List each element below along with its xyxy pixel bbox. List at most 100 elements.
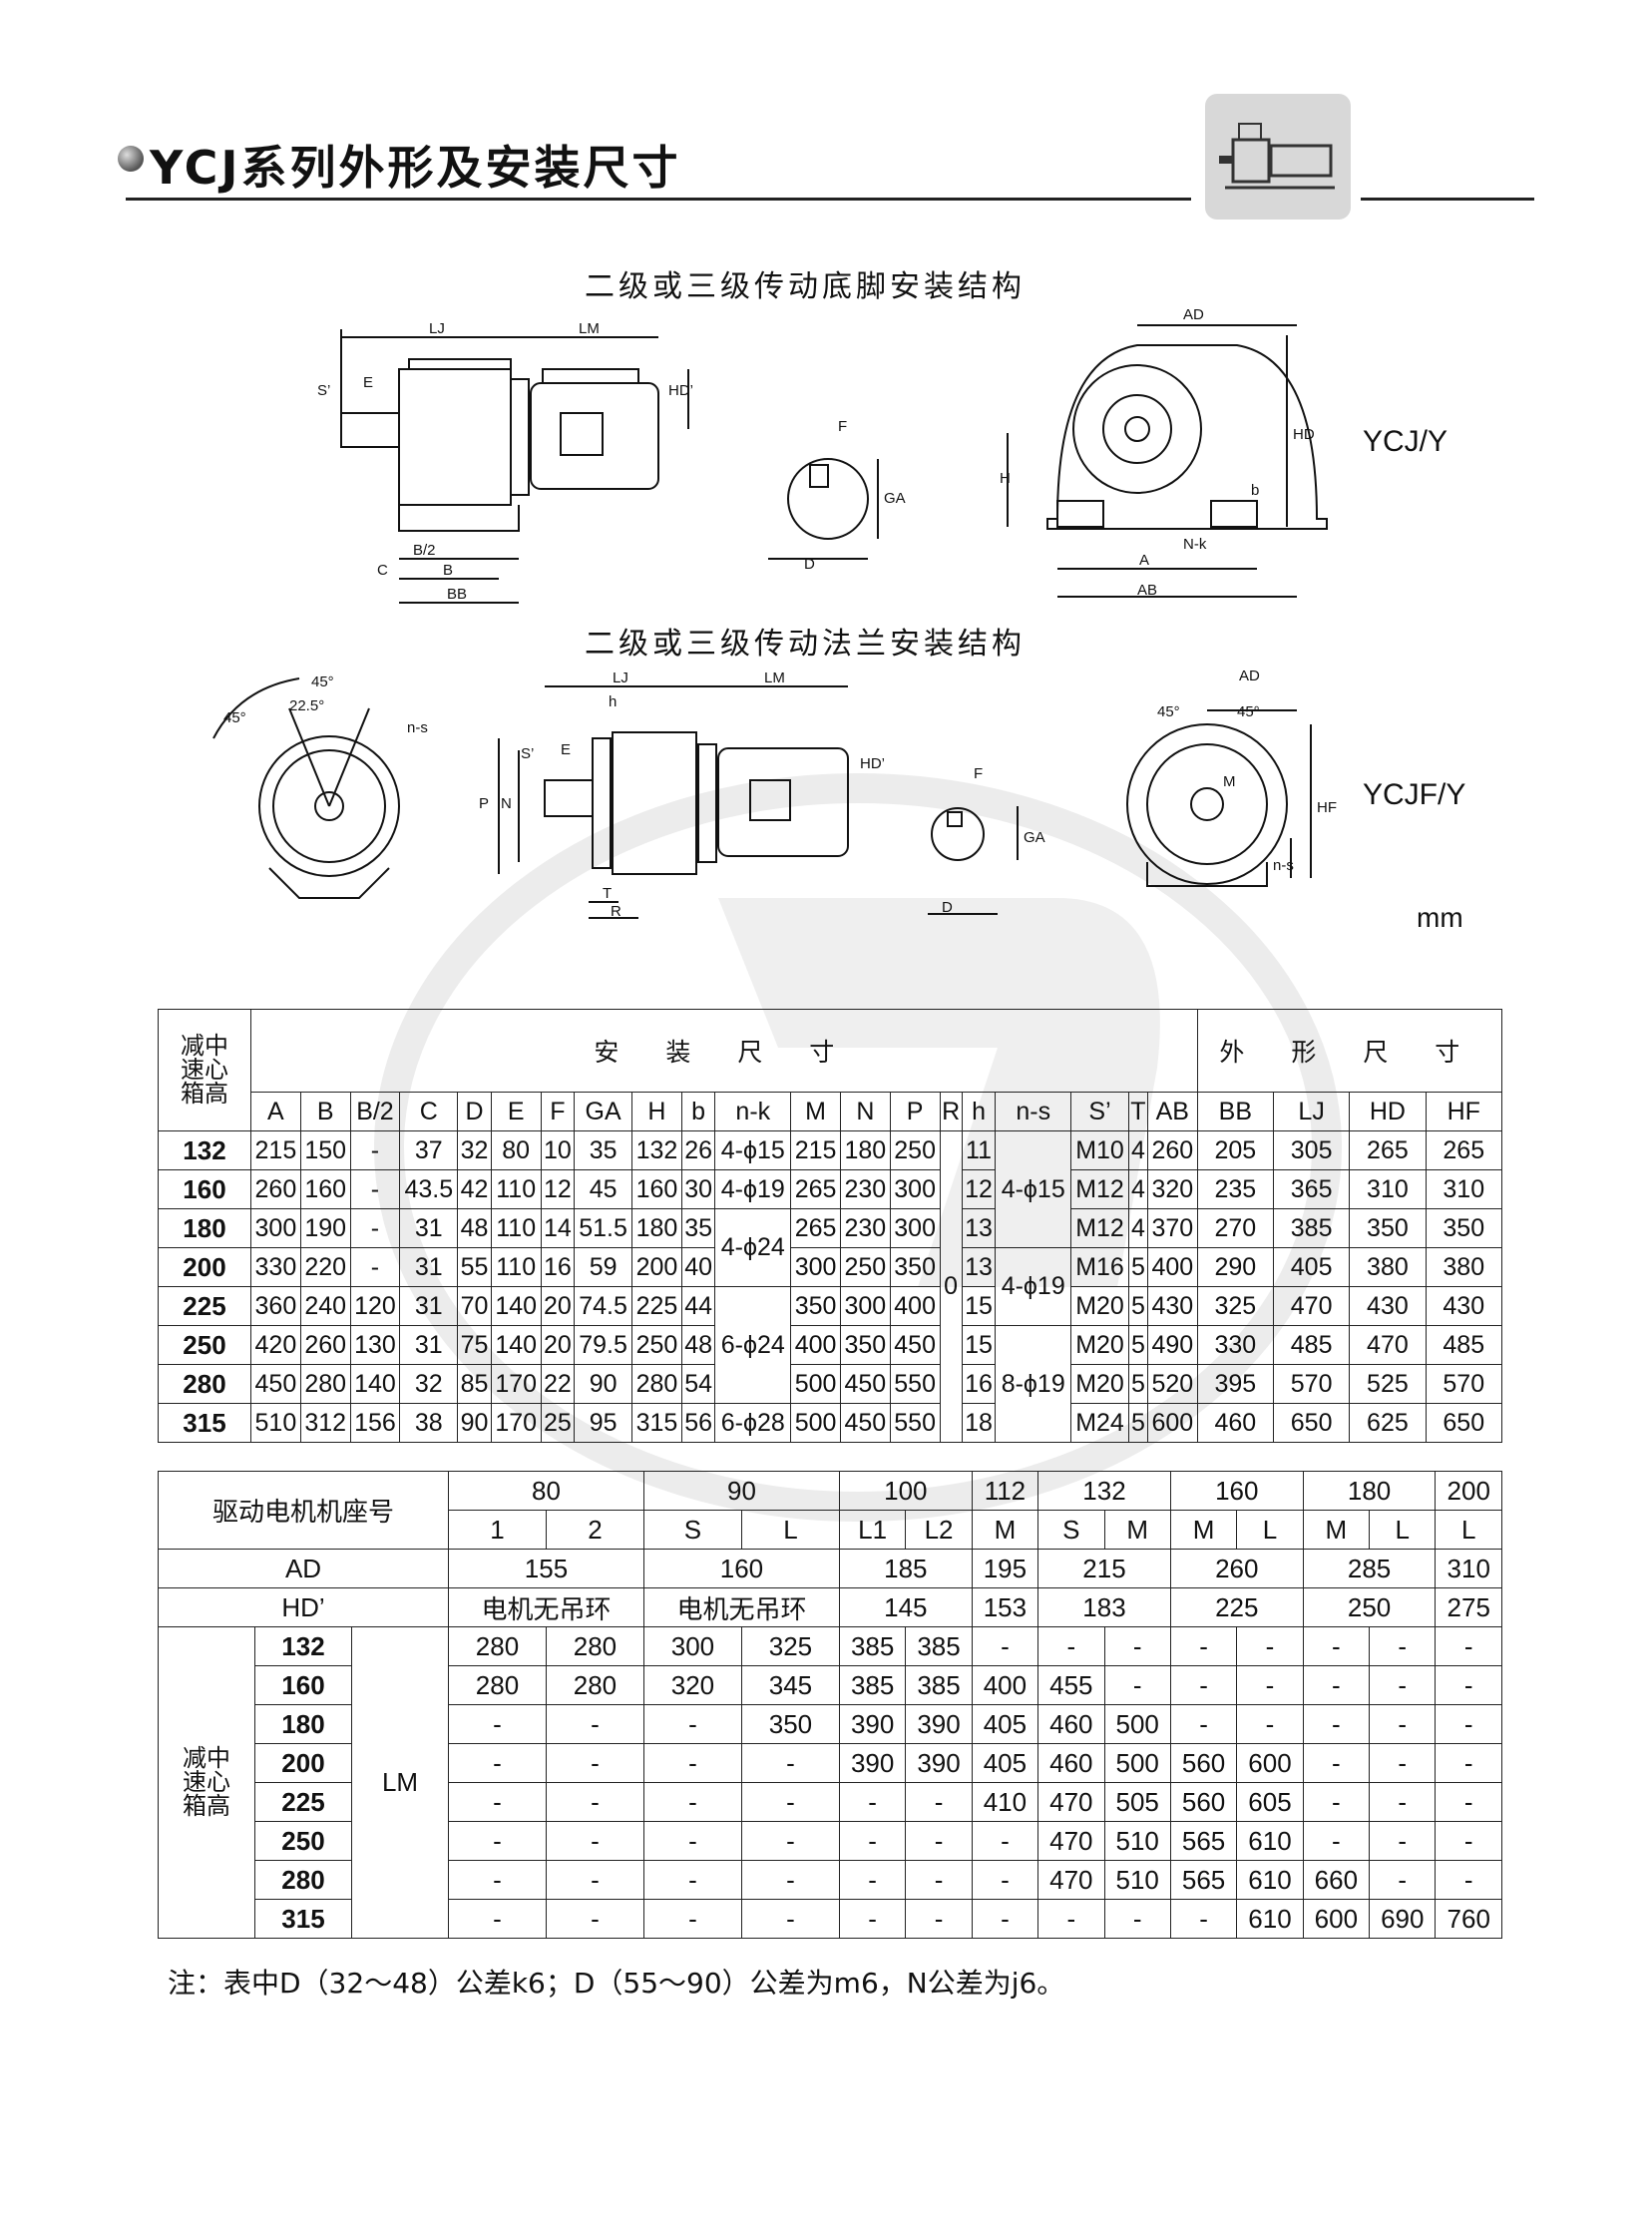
table-cell: 120 bbox=[349, 1286, 401, 1326]
ad-value: 195 bbox=[971, 1549, 1039, 1588]
dim-label: 22.5° bbox=[289, 697, 324, 714]
table-cell: M20 bbox=[1070, 1325, 1129, 1365]
table-cell: - bbox=[838, 1899, 907, 1939]
table-cell: 205 bbox=[1196, 1130, 1274, 1170]
table-cell: 156 bbox=[349, 1403, 401, 1443]
table-cell: 290 bbox=[1196, 1247, 1274, 1287]
table-cell: - bbox=[1169, 1665, 1238, 1705]
table-cell: 37 bbox=[399, 1130, 459, 1170]
table-cell: - bbox=[642, 1743, 742, 1783]
dim-label: B/2 bbox=[413, 542, 436, 559]
table-cell: 550 bbox=[889, 1364, 941, 1404]
table-cell: 350 bbox=[889, 1247, 941, 1287]
dim-label: 45° bbox=[311, 673, 334, 690]
table-cell: - bbox=[1302, 1743, 1371, 1783]
table-cell: 20 bbox=[540, 1325, 576, 1365]
table-cell: 16 bbox=[961, 1364, 997, 1404]
column-header: D bbox=[457, 1092, 492, 1131]
subtype-header: S bbox=[1037, 1510, 1105, 1550]
table-cell: 51.5 bbox=[574, 1208, 633, 1248]
table-cell: 265 bbox=[1425, 1130, 1503, 1170]
ad-value: 160 bbox=[642, 1549, 840, 1588]
table-cell: 405 bbox=[971, 1743, 1039, 1783]
table-cell: - bbox=[1037, 1899, 1105, 1939]
table-cell: 310 bbox=[1425, 1169, 1503, 1209]
table-cell: 22 bbox=[540, 1364, 576, 1404]
column-header: HF bbox=[1425, 1092, 1503, 1131]
table-cell: 6-ϕ24 bbox=[714, 1286, 792, 1404]
table-cell: 325 bbox=[1196, 1286, 1274, 1326]
table-cell: 38 bbox=[399, 1403, 459, 1443]
table-cell: 385 bbox=[838, 1665, 907, 1705]
table-cell: 600 bbox=[1236, 1743, 1304, 1783]
table-cell: 90 bbox=[457, 1403, 492, 1443]
table-cell: 400 bbox=[790, 1325, 841, 1365]
table-cell: - bbox=[1435, 1665, 1502, 1705]
table-cell: 4 bbox=[1127, 1169, 1148, 1209]
table-cell: - bbox=[642, 1782, 742, 1822]
table-cell: 45 bbox=[574, 1169, 633, 1209]
table-cell: 250 bbox=[839, 1247, 891, 1287]
table-cell: 420 bbox=[250, 1325, 301, 1365]
hd-value: 145 bbox=[838, 1587, 973, 1627]
table-cell: 500 bbox=[1103, 1704, 1171, 1744]
unit-label: mm bbox=[1417, 902, 1463, 933]
table-cell: - bbox=[1369, 1743, 1437, 1783]
frame-header: 160 bbox=[1169, 1471, 1304, 1511]
table-cell: 470 bbox=[1349, 1325, 1427, 1365]
table-cell: 260 bbox=[1146, 1130, 1198, 1170]
table-cell: - bbox=[740, 1782, 840, 1822]
table-cell: - bbox=[1369, 1704, 1437, 1744]
table-cell: 5 bbox=[1127, 1364, 1148, 1404]
flange-model-label: YCJF/Y bbox=[1363, 778, 1466, 811]
row-code: 200 bbox=[158, 1247, 251, 1287]
dim-label: R bbox=[611, 903, 621, 920]
table-cell: 520 bbox=[1146, 1364, 1198, 1404]
table-cell: 300 bbox=[790, 1247, 841, 1287]
table-cell: 470 bbox=[1037, 1860, 1105, 1900]
table-cell: - bbox=[740, 1743, 840, 1783]
row-code: 160 bbox=[254, 1665, 352, 1705]
column-header: N bbox=[839, 1092, 891, 1131]
subtype-header: S bbox=[642, 1510, 742, 1550]
header-rule-left bbox=[126, 198, 1191, 201]
table-cell: - bbox=[545, 1782, 644, 1822]
table-cell: 385 bbox=[1272, 1208, 1351, 1248]
column-header: E bbox=[490, 1092, 542, 1131]
row-code: 132 bbox=[158, 1130, 251, 1170]
table-cell: 48 bbox=[680, 1325, 716, 1365]
table-cell: - bbox=[349, 1130, 401, 1170]
table-cell: 59 bbox=[574, 1247, 633, 1287]
table-cell: 280 bbox=[631, 1364, 682, 1404]
dim-label: F bbox=[838, 418, 847, 435]
table-cell: - bbox=[448, 1821, 547, 1861]
column-header: B bbox=[299, 1092, 351, 1131]
subtype-header: M bbox=[971, 1510, 1039, 1550]
ad-value: 155 bbox=[448, 1549, 644, 1588]
subtype-header: L bbox=[1435, 1510, 1502, 1550]
subtype-header: L bbox=[1369, 1510, 1437, 1550]
table-cell: 500 bbox=[790, 1403, 841, 1443]
table-cell: - bbox=[905, 1782, 973, 1822]
table-cell: 4 bbox=[1127, 1208, 1148, 1248]
table-cell: 380 bbox=[1425, 1247, 1503, 1287]
table-cell: - bbox=[838, 1860, 907, 1900]
table-cell: 500 bbox=[790, 1364, 841, 1404]
table-cell: 430 bbox=[1349, 1286, 1427, 1326]
table-cell: 300 bbox=[642, 1626, 742, 1666]
table-cell: - bbox=[545, 1821, 644, 1861]
table-cell: - bbox=[349, 1169, 401, 1209]
table-cell: 350 bbox=[1349, 1208, 1427, 1248]
frame-header: 132 bbox=[1037, 1471, 1171, 1511]
table-cell: - bbox=[1169, 1704, 1238, 1744]
table-cell: 600 bbox=[1302, 1899, 1371, 1939]
column-header: F bbox=[540, 1092, 576, 1131]
table-cell: 215 bbox=[250, 1130, 301, 1170]
table-cell: 90 bbox=[574, 1364, 633, 1404]
table-cell: 215 bbox=[790, 1130, 841, 1170]
table-cell: - bbox=[1369, 1665, 1437, 1705]
table-cell: 280 bbox=[448, 1626, 547, 1666]
